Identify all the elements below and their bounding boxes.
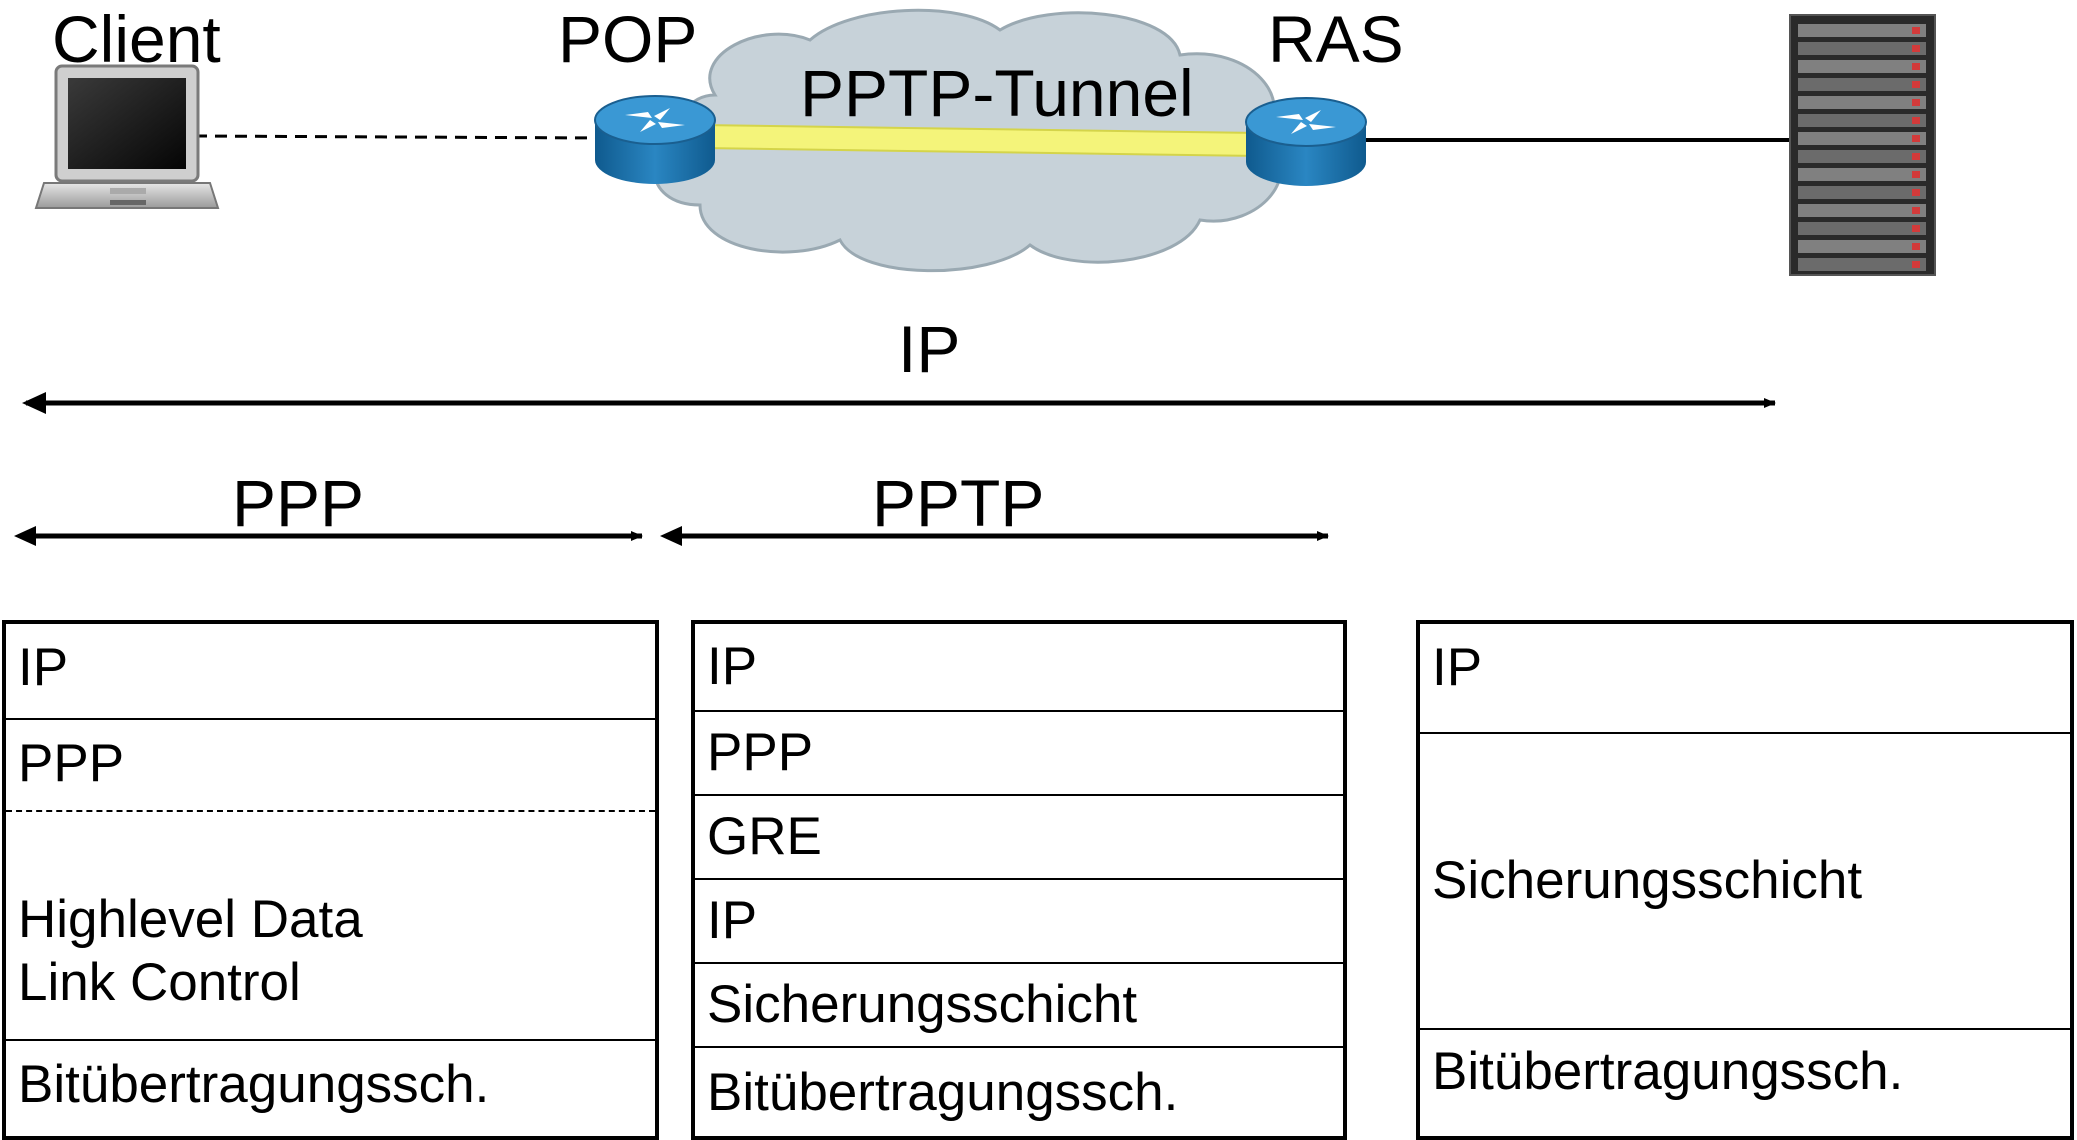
stack-layer-ppp: PPP: [6, 720, 655, 812]
stack-layer-datalink: Sicherungsschicht: [695, 964, 1343, 1048]
ppp-span-label: PPP: [232, 466, 364, 540]
ip-span-label: IP: [898, 312, 960, 386]
rack-led: [1912, 135, 1920, 142]
rack-led: [1912, 153, 1920, 160]
rack-led: [1912, 99, 1920, 106]
rack-slot: [1798, 186, 1926, 199]
rack-slot: [1798, 114, 1926, 127]
rack-led: [1912, 45, 1920, 52]
rack-slot: [1798, 150, 1926, 163]
ras-router-icon: [1245, 97, 1367, 186]
pptp-span-arrow-start: [660, 526, 682, 546]
stack-layer-physical: Bitübertragungssch.: [18, 1055, 490, 1114]
stack-layer-physical: Bitübertragungssch.: [707, 1063, 1179, 1123]
rack-slot: [1798, 258, 1926, 271]
server-protocol-stack: IP Sicherungsschicht Bitübertragungssch.: [1416, 620, 2074, 1140]
server-rack-icon: [1789, 14, 1936, 276]
rack-led: [1912, 243, 1920, 250]
client-pop-link: [194, 134, 601, 140]
rack-slot: [1798, 78, 1926, 91]
stack-layer-ip-outer: IP: [695, 880, 1343, 964]
rack-led: [1912, 27, 1920, 34]
rack-led: [1912, 225, 1920, 232]
pop-label: POP: [558, 2, 697, 76]
ras-label: RAS: [1268, 2, 1404, 76]
stack-layer-ip: IP: [6, 624, 655, 720]
stack-layer-ip: IP: [1420, 624, 2070, 734]
rack-led: [1912, 261, 1920, 268]
rack-led: [1912, 189, 1920, 196]
rack-slot: [1798, 42, 1926, 55]
rack-slot: [1798, 240, 1926, 253]
client-protocol-stack: IP PPP Highlevel Data Link Control Bitüb…: [2, 620, 659, 1140]
stack-layer-ip-inner: IP: [695, 624, 1343, 712]
stack-layer-gre: GRE: [695, 796, 1343, 880]
ppp-span-arrow-start: [14, 526, 36, 546]
rack-slot: [1798, 204, 1926, 217]
rack-led: [1912, 207, 1920, 214]
pptp-span-label: PPTP: [872, 466, 1044, 540]
rack-slot: [1798, 168, 1926, 181]
rack-led: [1912, 171, 1920, 178]
rack-led: [1912, 117, 1920, 124]
stack-layer-ppp: PPP: [695, 712, 1343, 796]
pop-router-icon: [594, 95, 716, 184]
ip-span-arrow-start: [22, 392, 46, 414]
rack-slot: [1798, 222, 1926, 235]
stack-layer-hdlc: Highlevel Data Link Control: [6, 812, 655, 1041]
rack-led: [1912, 63, 1920, 70]
rack-slot: [1798, 60, 1926, 73]
stack-layer-datalink: Sicherungsschicht: [1420, 734, 2070, 1030]
client-label: Client: [52, 2, 221, 76]
tunnel-protocol-stack: IP PPP GRE IP Sicherungsschicht Bitübert…: [691, 620, 1347, 1140]
laptop-icon: [34, 64, 220, 209]
rack-slot: [1798, 132, 1926, 145]
stack-layer-physical: Bitübertragungssch.: [1432, 1042, 1904, 1101]
rack-slot: [1798, 24, 1926, 37]
rack-slot: [1798, 96, 1926, 109]
rack-led: [1912, 81, 1920, 88]
tunnel-label: PPTP-Tunnel: [800, 56, 1194, 130]
